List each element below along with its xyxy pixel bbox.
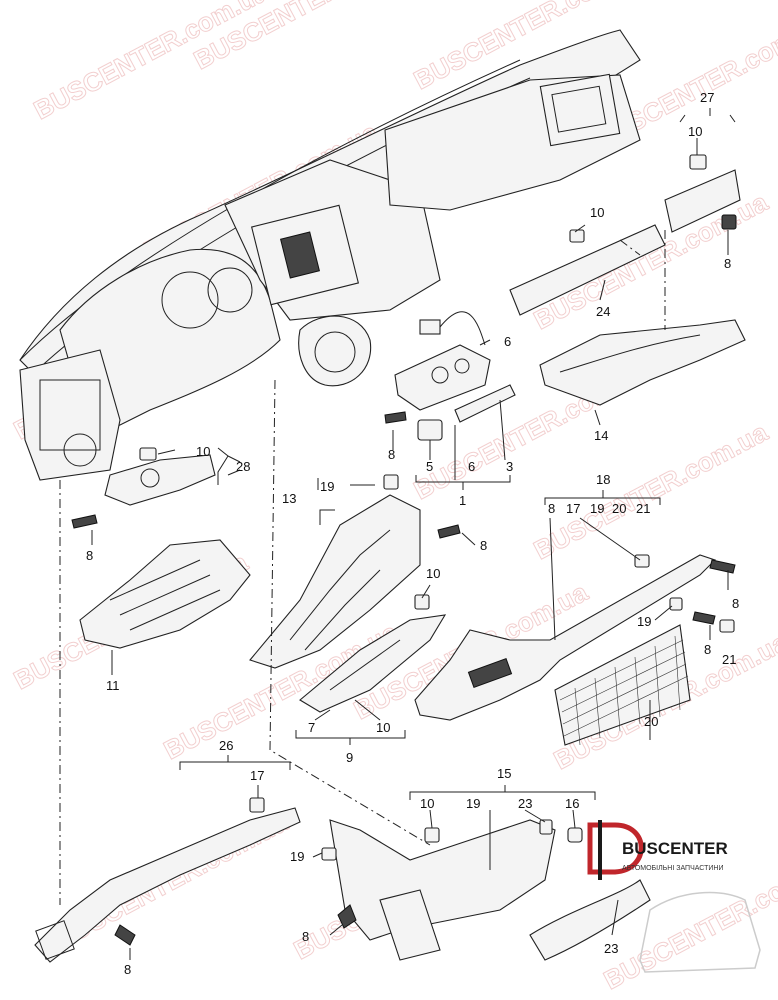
label-part-10: 10 xyxy=(426,566,440,581)
label-part-3: 3 xyxy=(506,459,513,474)
label-part-18: 18 xyxy=(596,472,610,487)
label-part-14: 14 xyxy=(594,428,608,443)
watermark: BUSCENTER.com.ua xyxy=(529,416,773,565)
part-18-shelf xyxy=(414,554,717,721)
logo-van-icon xyxy=(639,891,761,973)
label-part-8: 8 xyxy=(548,501,555,516)
label-part-10: 10 xyxy=(688,124,702,139)
label-part-6: 6 xyxy=(468,459,475,474)
label-part-6: 6 xyxy=(504,334,511,349)
part-14-panel xyxy=(539,319,746,406)
label-part-16: 16 xyxy=(565,796,579,811)
label-part-9: 9 xyxy=(346,750,353,765)
label-part-7: 7 xyxy=(308,720,315,735)
label-part-1: 1 xyxy=(459,493,466,508)
watermark: BUSCENTER.com.ua xyxy=(529,186,773,335)
logo-emblem xyxy=(587,822,644,875)
dashboard-carrier xyxy=(19,29,641,481)
part-13-frame xyxy=(249,494,421,669)
fasteners xyxy=(71,154,737,946)
brand-logo: BUSCENTER АВТОМОБІЛЬНІ ЗАПЧАСТИНИ xyxy=(587,820,761,973)
label-part-19: 19 xyxy=(466,796,480,811)
label-part-8: 8 xyxy=(86,548,93,563)
label-part-8: 8 xyxy=(732,596,739,611)
label-part-5: 5 xyxy=(426,459,433,474)
logo-name: BUSCENTER xyxy=(622,839,728,858)
label-part-23: 23 xyxy=(518,796,532,811)
label-part-8: 8 xyxy=(302,929,309,944)
label-part-10: 10 xyxy=(420,796,434,811)
part-11-cover xyxy=(79,539,251,649)
label-part-19: 19 xyxy=(637,614,651,629)
logo-tagline: АВТОМОБІЛЬНІ ЗАПЧАСТИНИ xyxy=(622,865,723,872)
part-7-trim xyxy=(299,614,447,713)
label-part-20: 20 xyxy=(612,501,626,516)
part-labels: 27 10 8 10 24 6 14 10 28 8 8 5 6 3 1 19 … xyxy=(86,90,739,977)
label-part-8: 8 xyxy=(704,642,711,657)
group-brackets xyxy=(179,108,736,800)
label-part-10: 10 xyxy=(196,444,210,459)
label-part-23: 23 xyxy=(604,941,618,956)
part-28-trim xyxy=(104,454,216,506)
label-part-28: 28 xyxy=(236,459,250,474)
label-part-8: 8 xyxy=(388,447,395,462)
label-part-21: 21 xyxy=(636,501,650,516)
label-part-8: 8 xyxy=(480,538,487,553)
label-part-10: 10 xyxy=(590,205,604,220)
leader-lines xyxy=(59,138,729,960)
label-part-19: 19 xyxy=(320,479,334,494)
watermark: BUSCENTER.com.ua xyxy=(29,0,273,125)
label-part-20: 20 xyxy=(644,714,658,729)
part-1-bracket xyxy=(394,311,516,441)
label-part-27: 27 xyxy=(700,90,714,105)
part-27-cover xyxy=(664,169,741,233)
part-20-net xyxy=(554,624,691,746)
label-part-17: 17 xyxy=(250,768,264,783)
label-part-10: 10 xyxy=(376,720,390,735)
label-part-11: 11 xyxy=(106,678,120,693)
label-part-15: 15 xyxy=(497,766,511,781)
label-part-21: 21 xyxy=(722,652,736,667)
label-part-19: 19 xyxy=(590,501,604,516)
label-part-17: 17 xyxy=(566,501,580,516)
part-23-lower xyxy=(529,879,651,961)
label-part-13: 13 xyxy=(282,491,296,506)
part-26-cover xyxy=(34,807,301,963)
label-part-24: 24 xyxy=(596,304,610,319)
part-15-cover xyxy=(329,819,556,961)
label-part-19: 19 xyxy=(290,849,304,864)
label-part-26: 26 xyxy=(219,738,233,753)
label-part-8: 8 xyxy=(724,256,731,271)
label-part-8: 8 xyxy=(124,962,131,977)
